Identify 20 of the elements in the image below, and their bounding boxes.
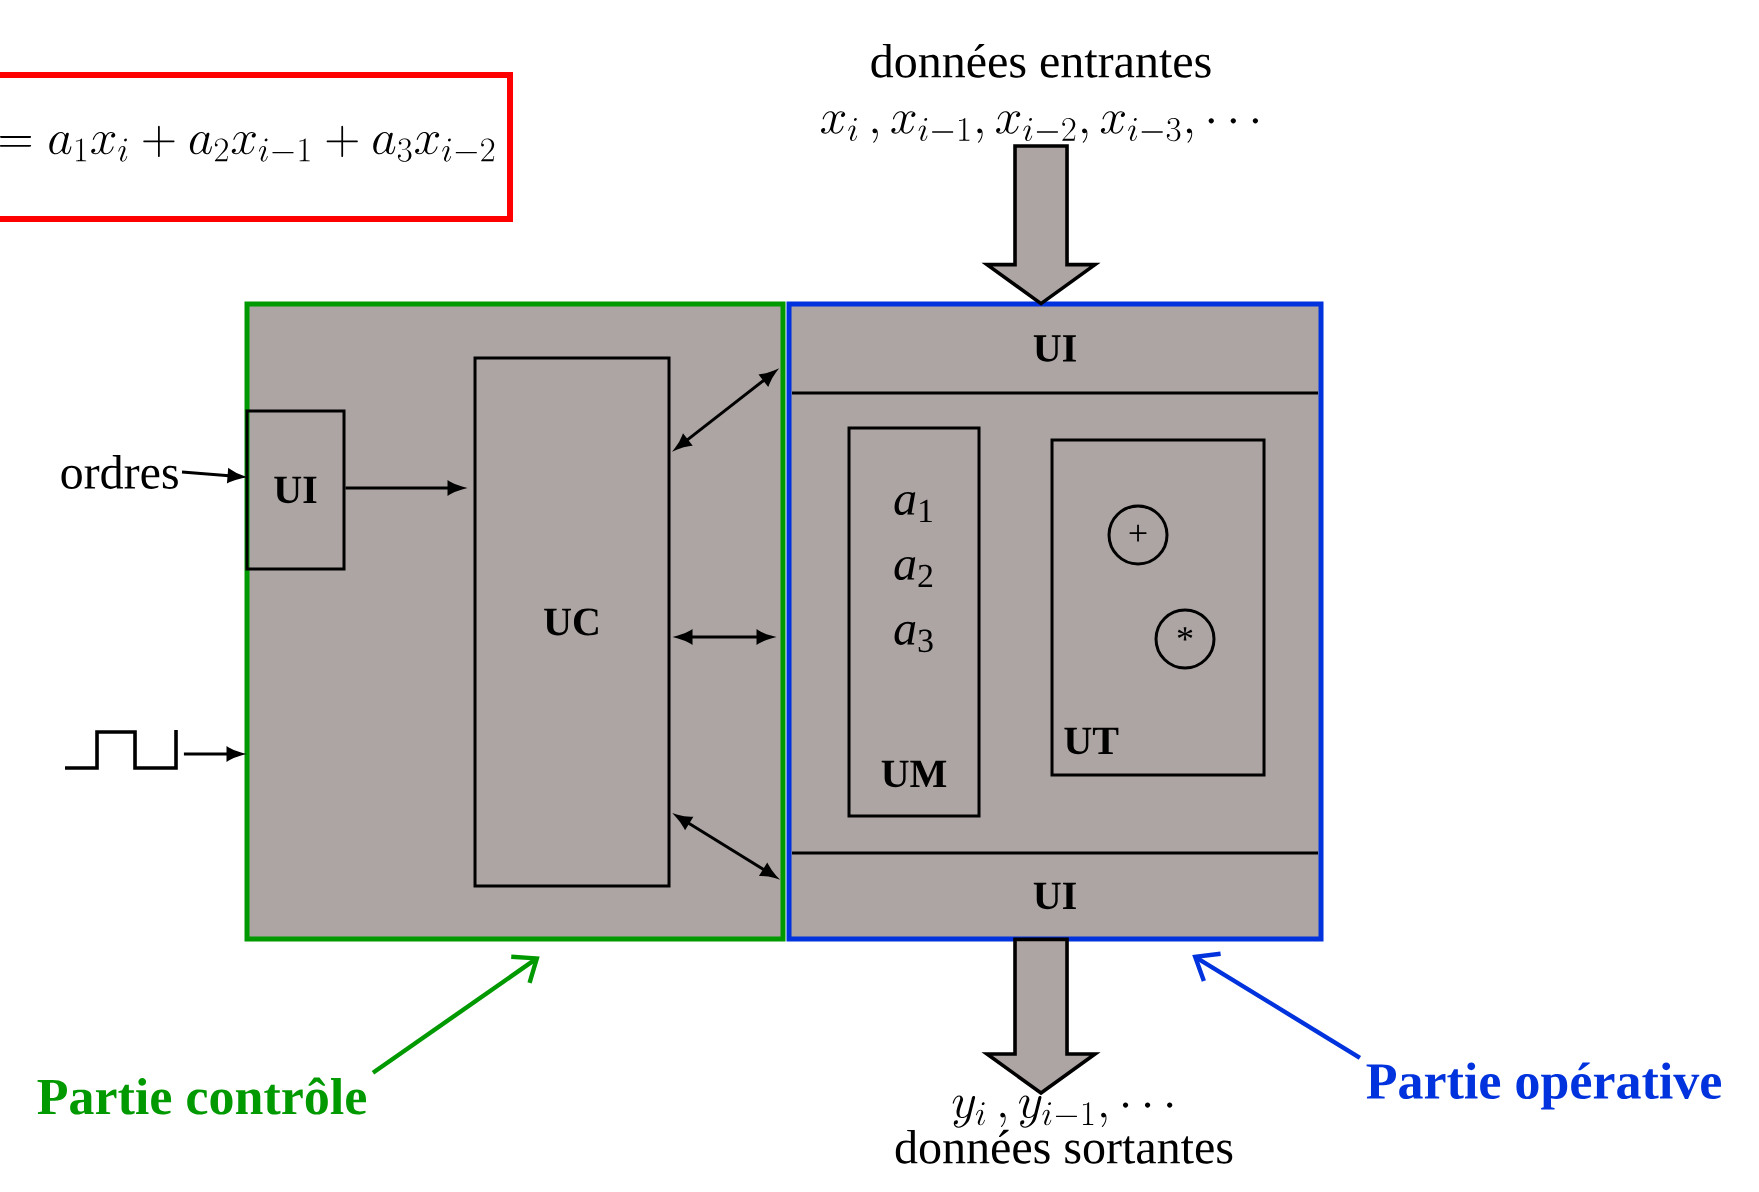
formula-box: $=a_1x_i+a_2x_{i-1}+a_3x_{i-2}$ — [0, 72, 513, 222]
operative-part-box — [786, 301, 1324, 942]
interface-band: UI — [792, 851, 1318, 910]
clock-pulse-drawing — [65, 730, 178, 770]
leader-arrow — [1192, 951, 1362, 1060]
block-arrow — [981, 144, 1101, 306]
interface-box: UI — [245, 409, 346, 571]
part-label: Partie contrôle — [37, 1077, 366, 1115]
output-data-label: $y_i\,,y_{i-1},\cdots$ données sortantes — [895, 1095, 1233, 1164]
input-data-label: données entrantes $x_i\,,x_{i-1},x_{i-2},x_{i-3},\cdots$ — [821, 43, 1259, 143]
interface-band: UI — [792, 335, 1318, 395]
input-label: ordres — [61, 455, 178, 489]
arrow — [183, 747, 243, 761]
block-arrow — [981, 937, 1101, 1096]
arrow — [181, 468, 244, 483]
part-label: Partie opérative — [1366, 1062, 1722, 1110]
leader-arrow — [371, 954, 540, 1075]
control-unit-box: UC — [473, 356, 671, 888]
memory-unit-box: a$_{1}$ a$_{2}$ a$_{3}$ UM — [847, 426, 981, 818]
control-part-box — [244, 301, 786, 942]
